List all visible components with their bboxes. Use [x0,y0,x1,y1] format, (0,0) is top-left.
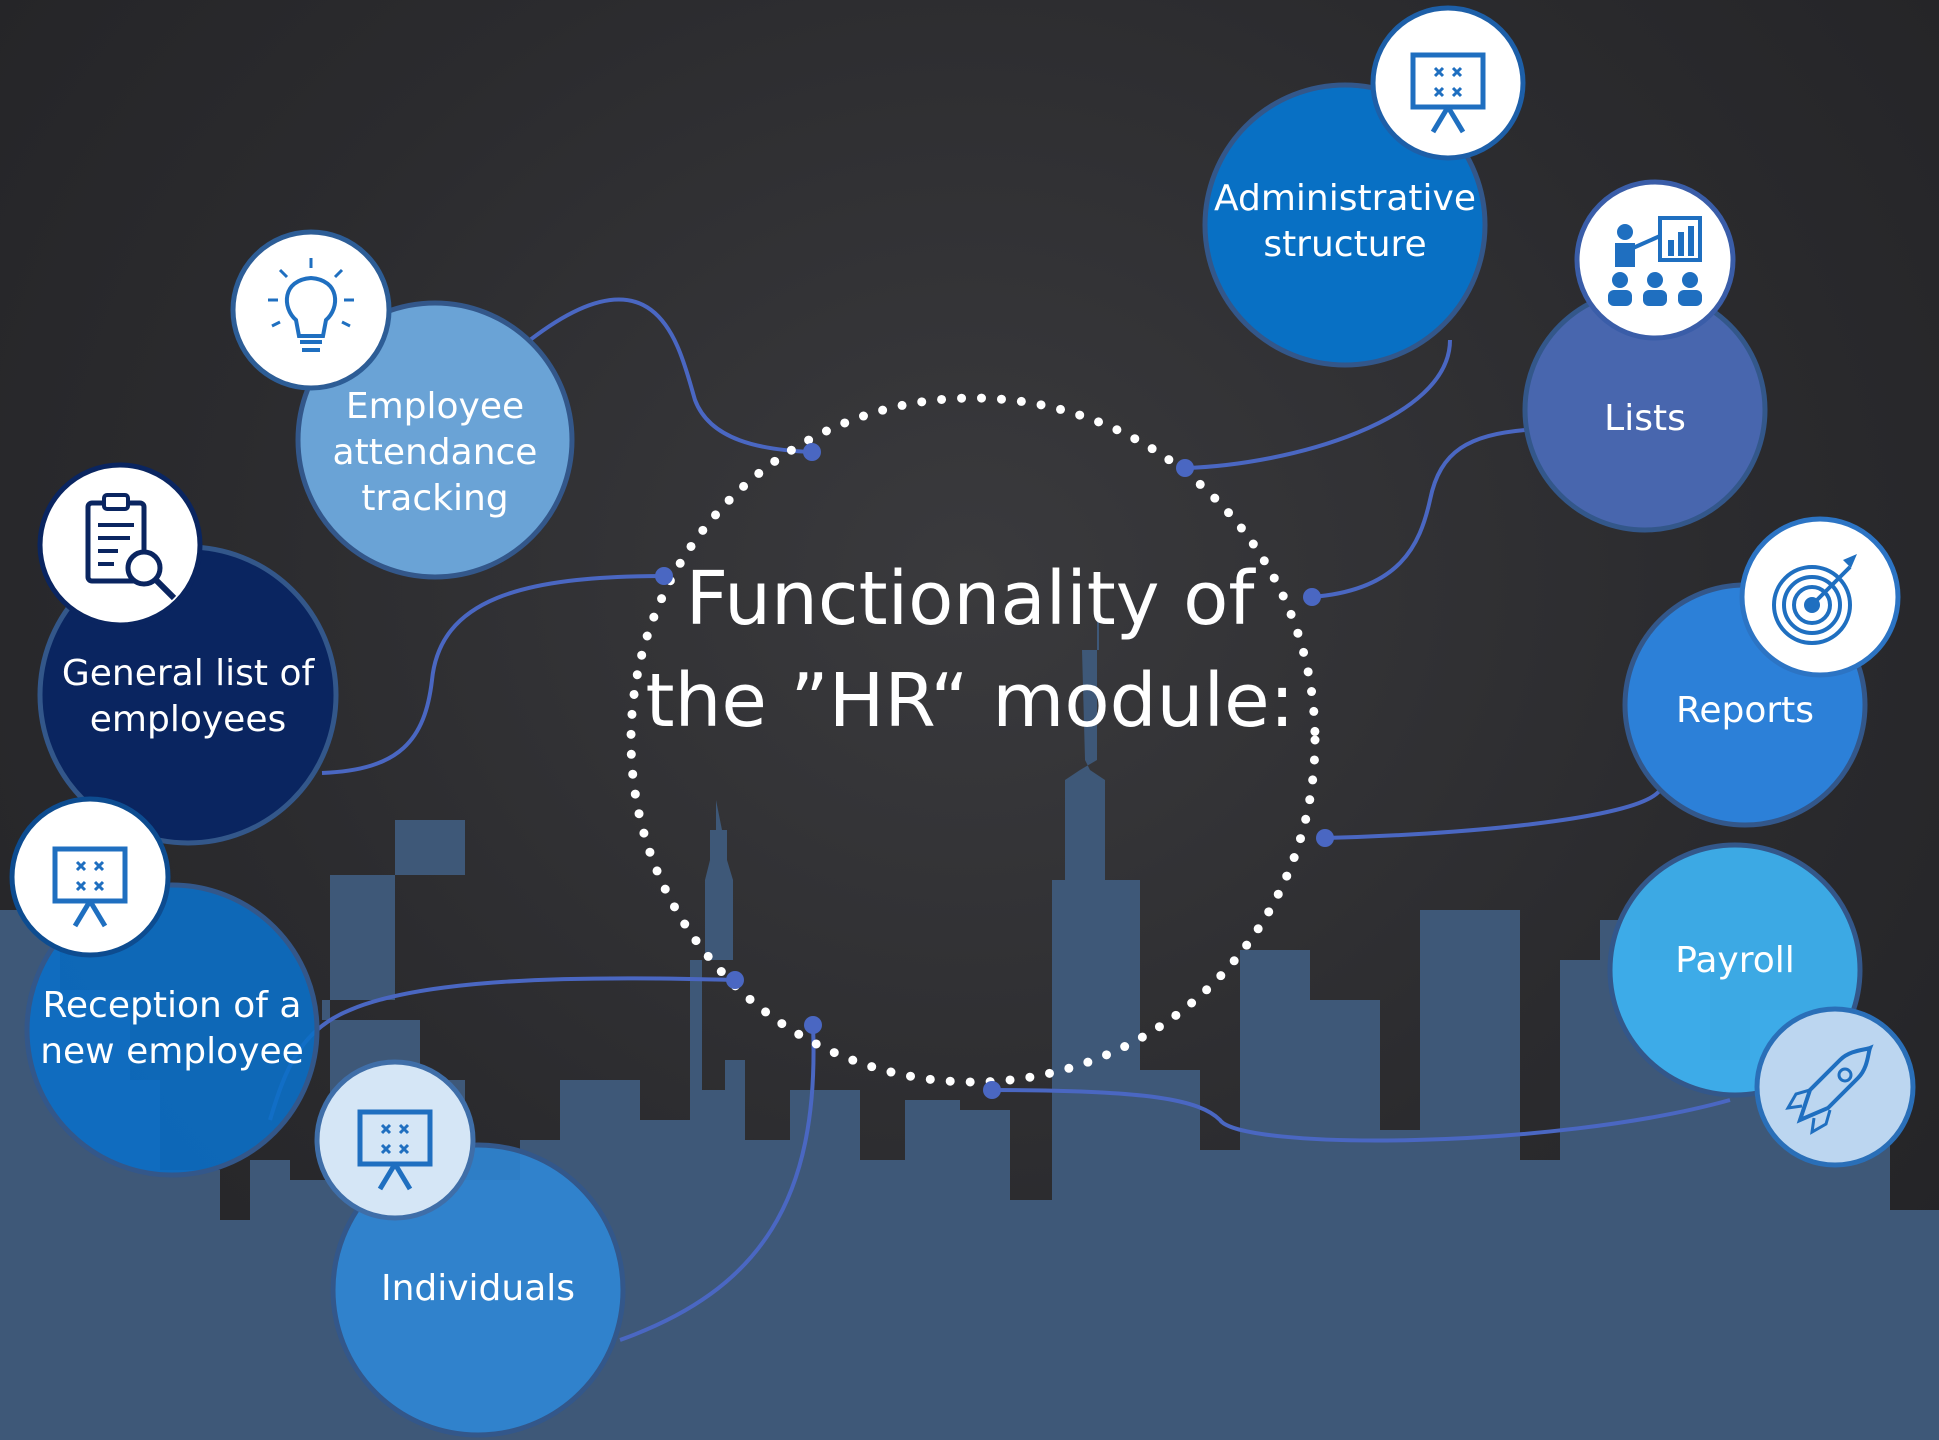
node-reception[interactable] [24,882,320,1178]
connector-reports [1324,788,1662,840]
label-reports: Reports [1675,690,1815,731]
connector-administrative [1184,339,1452,470]
node-administrative-structure[interactable] [1202,82,1488,368]
connector-dots [655,443,1334,1099]
lightbulb-icon [230,229,392,391]
label-reception: Reception of a new employee [40,985,304,1072]
presentation-board-icon [9,796,171,958]
label-payroll: Payroll [1675,940,1795,981]
rocket-icon [1754,1006,1916,1168]
node-attendance[interactable] [295,300,575,580]
diagram-title: Functionality of the ”HR“ module: [640,548,1300,752]
connector-individuals [619,1024,816,1342]
label-administrative-structure: Administrative structure [1213,178,1477,265]
presentation-board-icon [1370,5,1526,161]
label-lists: Lists [1604,398,1686,439]
label-general-list: General list of employees [61,653,315,740]
presentation-board-icon [314,1059,476,1221]
label-individuals: Individuals [380,1268,576,1309]
title-line-1: Functionality of [685,556,1255,642]
center-dotted-ring [626,393,1320,1087]
target-arrow-icon [1739,516,1901,678]
label-attendance: Employee attendance tracking [332,386,538,519]
connector-lists [1311,428,1526,599]
title-line-2: the ”HR“ module: [645,658,1295,744]
connector-payroll [991,1088,1731,1143]
connector-general-list [321,574,665,775]
clipboard-search-icon [37,462,203,628]
presenter-audience-icon [1574,179,1736,341]
connector-attendance [528,297,813,454]
